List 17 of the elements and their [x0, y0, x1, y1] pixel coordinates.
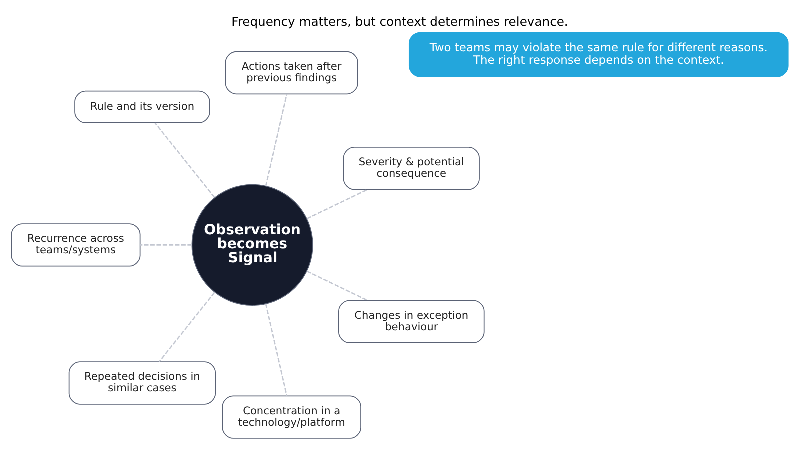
connector	[154, 122, 216, 198]
connector	[306, 270, 368, 301]
connector	[265, 304, 288, 396]
connector	[306, 188, 368, 219]
node-box: Concentration in a technology/platform	[222, 395, 362, 438]
node-box: Two teams may violate the same rule for different reasons. The right response depends on the context.	[408, 32, 789, 77]
node-box: Recurrence across teams/systems	[11, 223, 141, 266]
node-box: Severity & potential consequence	[343, 146, 480, 190]
connector	[158, 292, 216, 362]
node-box: Repeated decisions in similar cases	[68, 361, 216, 404]
connector	[265, 94, 288, 186]
node-box: Actions taken after previous findings	[225, 50, 358, 94]
node-box: Changes in exception behaviour	[338, 300, 485, 343]
connector	[140, 244, 192, 246]
node-box: Rule and its version	[74, 90, 210, 123]
node-circle: Observation becomes Signal	[192, 184, 314, 306]
diagram-title: Frequency matters, but context determines relevance.	[232, 14, 568, 28]
